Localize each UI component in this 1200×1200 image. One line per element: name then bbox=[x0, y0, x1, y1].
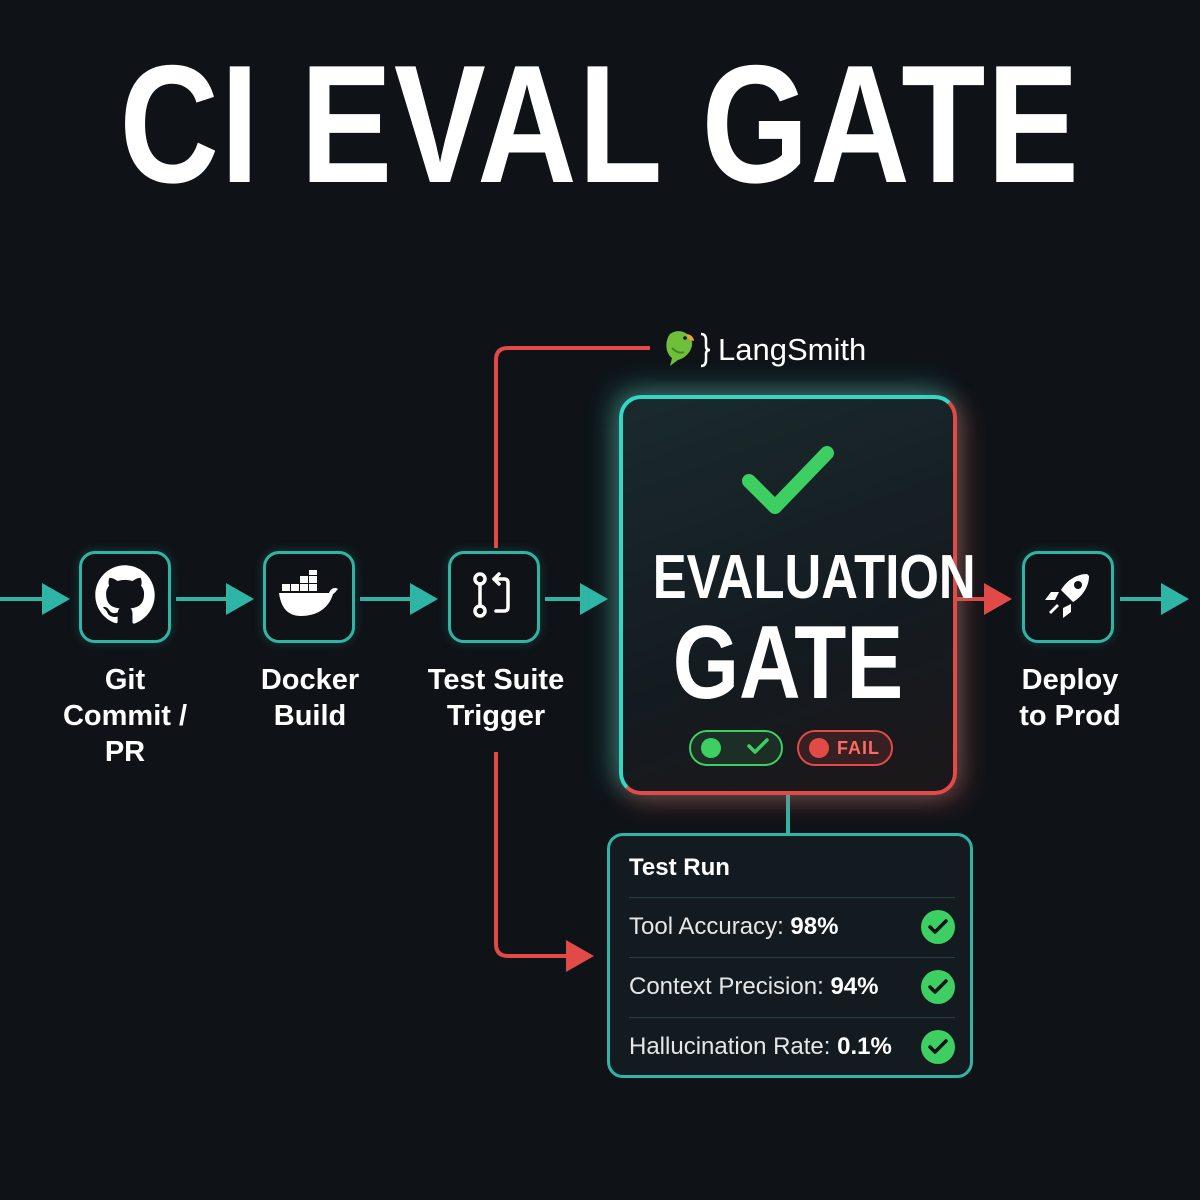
label-line: Docker bbox=[260, 664, 360, 696]
metric-value: 98% bbox=[790, 912, 839, 940]
parrot-icon bbox=[662, 328, 698, 373]
label-line: Build bbox=[273, 700, 347, 732]
node-deploy-label: Deploy to Prod bbox=[985, 662, 1155, 734]
gate-title-line1: EVALUATION bbox=[652, 543, 976, 612]
node-git-commit[interactable] bbox=[79, 551, 171, 643]
metric-row-tool-accuracy: Tool Accuracy: 98% bbox=[629, 897, 955, 955]
connector-tests-testrun bbox=[494, 752, 594, 972]
checkmark-icon bbox=[741, 443, 835, 522]
metric-row-hallucination-rate: Hallucination Rate: 0.1% bbox=[629, 1017, 955, 1075]
label-line: Deploy bbox=[1021, 664, 1119, 696]
github-icon bbox=[94, 564, 156, 631]
bracket-icon bbox=[700, 332, 711, 368]
metric-name: Tool Accuracy: bbox=[629, 912, 784, 940]
check-circle-icon bbox=[921, 969, 955, 1004]
metric-name: Hallucination Rate: bbox=[629, 1032, 831, 1060]
rocket-icon bbox=[1039, 566, 1097, 629]
metric-text: Tool Accuracy: 98% bbox=[629, 913, 838, 941]
metric-name: Context Precision: bbox=[629, 972, 824, 1000]
evaluation-gate[interactable]: EVALUATION GATE FAIL bbox=[619, 395, 976, 795]
check-circle-icon bbox=[921, 909, 955, 944]
label-line: PR bbox=[104, 736, 146, 768]
git-pull-request-icon bbox=[466, 567, 522, 628]
node-deploy[interactable] bbox=[1022, 551, 1114, 643]
page-title: CI EVAL GATE bbox=[119, 30, 1081, 218]
test-run-title: Test Run bbox=[629, 854, 730, 881]
pass-toggle[interactable] bbox=[689, 730, 783, 766]
pass-dot bbox=[701, 738, 721, 758]
node-docker-build[interactable] bbox=[263, 551, 355, 643]
metric-row-context-precision: Context Precision: 94% bbox=[629, 957, 955, 1015]
fail-label: FAIL bbox=[837, 737, 880, 758]
label-line: Trigger bbox=[446, 700, 546, 732]
label-line: Commit / bbox=[62, 700, 188, 732]
node-git-label: Git Commit / PR bbox=[40, 662, 210, 770]
label-line: to Prod bbox=[1019, 700, 1121, 732]
fail-toggle[interactable]: FAIL bbox=[797, 730, 893, 766]
node-test-suite-label: Test Suite Trigger bbox=[411, 662, 581, 734]
test-run-panel: Test Run Tool Accuracy: 98% Context Prec… bbox=[607, 833, 973, 1078]
metric-value: 94% bbox=[830, 972, 879, 1000]
pass-check-icon bbox=[747, 737, 769, 760]
metric-text: Context Precision: 94% bbox=[629, 973, 878, 1001]
metric-text: Hallucination Rate: 0.1% bbox=[629, 1033, 892, 1061]
langsmith-label: LangSmith bbox=[662, 328, 866, 372]
langsmith-text: LangSmith bbox=[718, 332, 867, 367]
metric-value: 0.1% bbox=[837, 1032, 892, 1060]
connector-langsmith-loop bbox=[494, 346, 650, 548]
label-line: Git bbox=[104, 664, 146, 696]
node-test-suite[interactable] bbox=[448, 551, 540, 643]
gate-title-line2: GATE bbox=[672, 605, 904, 721]
docker-whale-icon bbox=[277, 568, 341, 625]
node-docker-label: Docker Build bbox=[225, 662, 395, 734]
check-circle-icon bbox=[921, 1029, 955, 1064]
label-line: Test Suite bbox=[427, 664, 565, 696]
fail-dot bbox=[809, 738, 829, 758]
